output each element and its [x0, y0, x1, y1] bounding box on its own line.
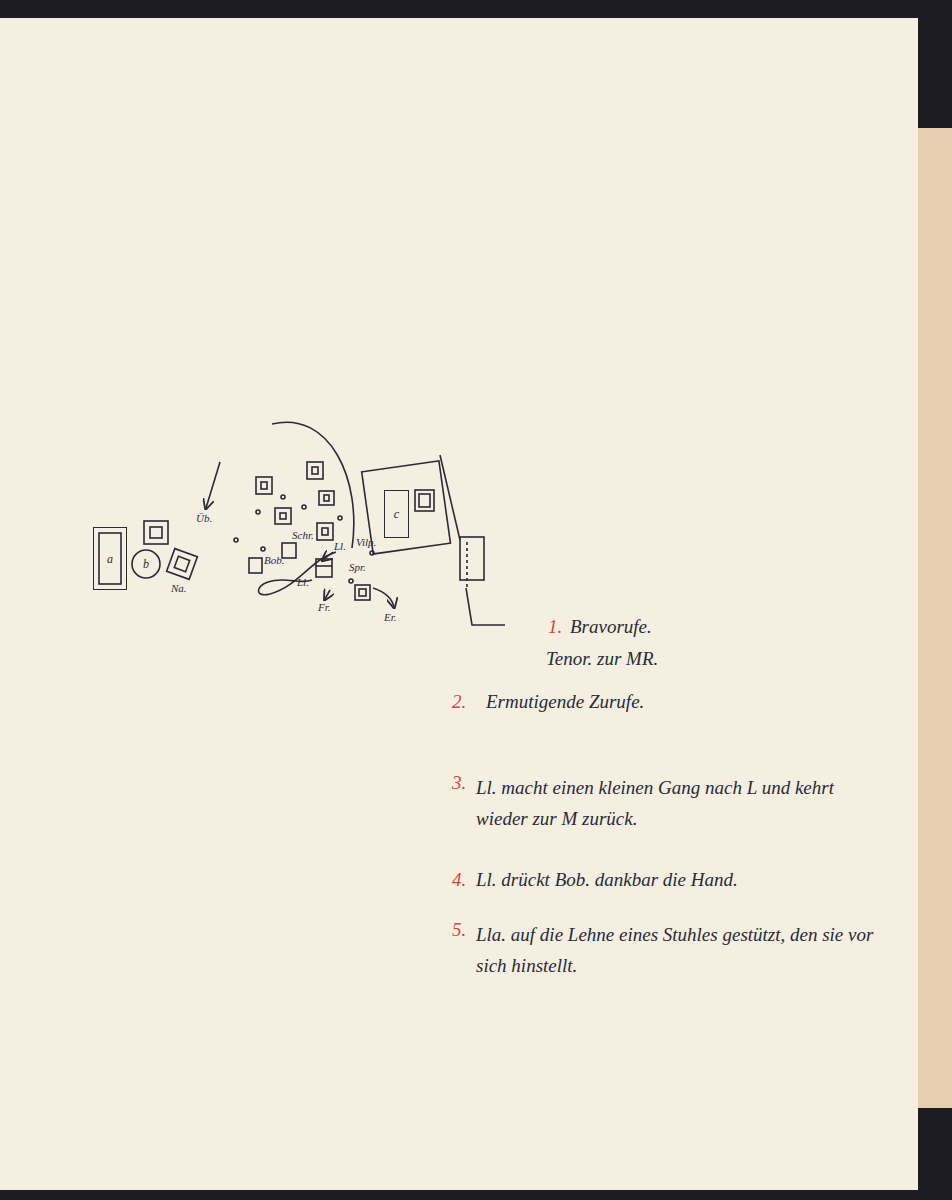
role-label: Na. [171, 582, 187, 595]
sofa-box: c [384, 490, 409, 538]
stage-direction: Tenor. zur MR. [546, 648, 658, 670]
stage-direction: Bravorufe. [570, 616, 652, 638]
callout-number: 4. [452, 869, 466, 891]
table-box: a [93, 527, 127, 590]
callout-number: 2. [452, 691, 466, 713]
role-label: Vilp. [356, 536, 376, 549]
stage-direction: Ll. drückt Bob. dankbar die Hand. [476, 869, 738, 891]
callout-number: 3. [452, 772, 466, 794]
role-label: Schr. [292, 529, 314, 542]
role-label: Bob. [264, 554, 284, 567]
next-page-edge [918, 128, 952, 1108]
round-table: b [131, 549, 161, 579]
stage-direction: Lla. auf die Lehne eines Stuhles gestütz… [476, 919, 896, 981]
stage-direction: Ermutigende Zurufe. [486, 691, 644, 713]
stage-direction: Ll. macht einen kleinen Gang nach L und … [476, 772, 866, 834]
role-label: Spr. [349, 561, 366, 574]
page-ground [0, 18, 918, 1190]
role-label: Ll. [297, 576, 309, 589]
role-label: Er. [384, 611, 397, 624]
callout-number: 5. [452, 919, 466, 941]
role-label: Fr. [318, 601, 331, 614]
role-label: Ll. [334, 540, 346, 553]
node-label: b [143, 558, 149, 570]
role-label: Üb. [196, 512, 212, 525]
node-label: c [394, 508, 399, 520]
node-label: a [107, 553, 113, 565]
callout-number: 1. [548, 616, 562, 638]
